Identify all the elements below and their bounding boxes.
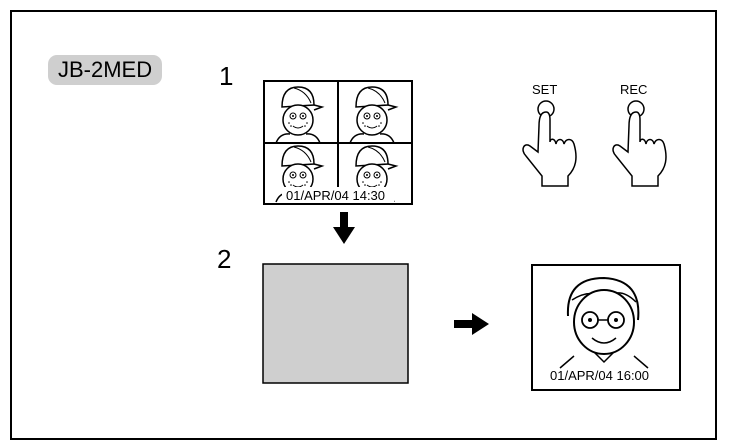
person-portrait-icon: [559, 276, 649, 369]
step-number-1: 1: [219, 61, 234, 91]
set-button-label: SET: [532, 82, 558, 97]
step-number-2: 2: [217, 244, 232, 274]
set-button-press: [522, 100, 577, 187]
diagram-graphics: [262, 80, 681, 391]
model-badge: JB-2MED: [48, 55, 163, 85]
right-arrow-icon: [454, 313, 489, 335]
quad-timestamp: 01/APR/04 14:30: [286, 188, 386, 203]
rec-button-label: REC: [620, 82, 648, 97]
result-screen: [531, 264, 681, 391]
rec-button-press: [612, 100, 667, 187]
blank-screen: [262, 263, 409, 384]
result-timestamp: 01/APR/04 16:00: [550, 368, 650, 383]
pointing-hand-icon: [612, 111, 667, 187]
down-arrow-icon: [333, 212, 355, 244]
pointing-hand-icon: [522, 111, 577, 187]
quad-split-screen: [263, 80, 413, 205]
